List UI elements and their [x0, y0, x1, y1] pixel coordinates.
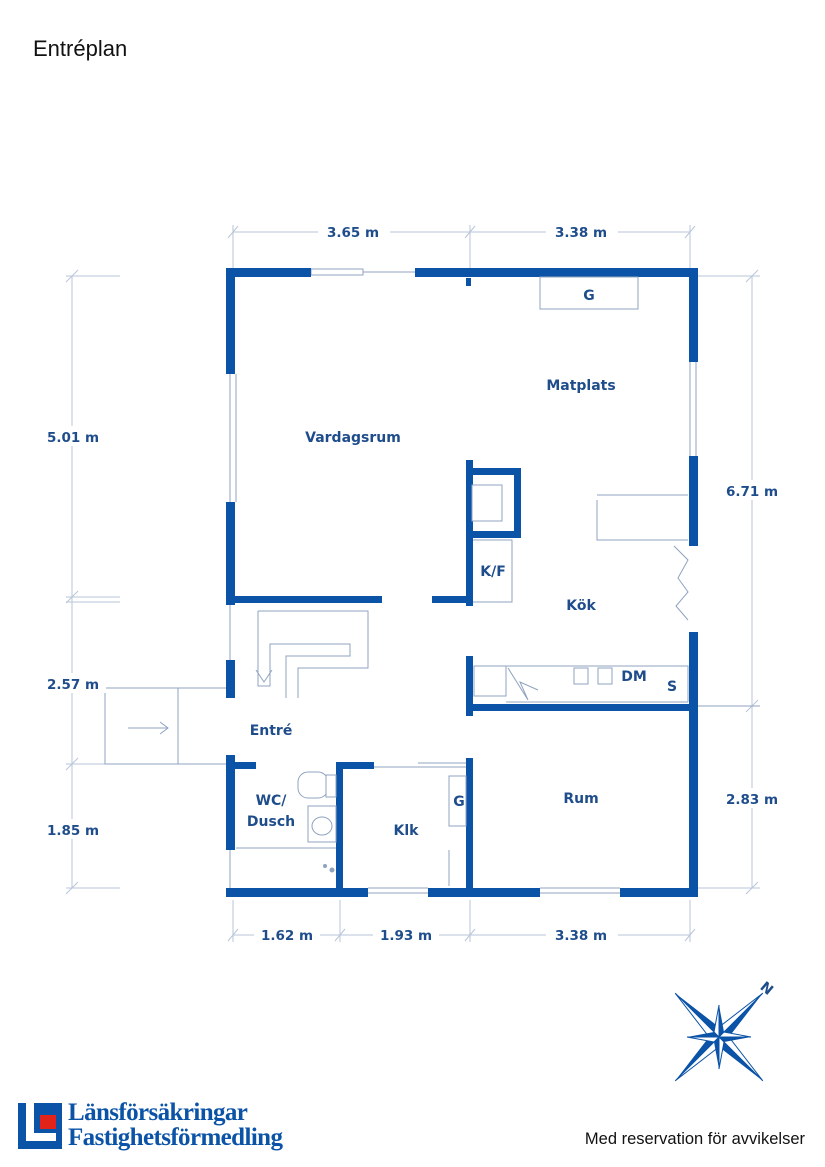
fixture-label-s: S	[667, 679, 677, 695]
dimension-left-1: 5.01 m	[47, 430, 99, 446]
brand-line1: Länsförsäkringar	[68, 1099, 248, 1126]
fixture-label-g-top: G	[583, 288, 595, 304]
window-glazing	[229, 268, 697, 894]
fixture-labels: G G DM S	[453, 288, 677, 810]
dimension-right-1: 6.71 m	[726, 484, 778, 500]
dimension-left-2: 2.57 m	[47, 677, 99, 693]
dimension-left-3: 1.85 m	[47, 823, 99, 839]
room-label-entre: Entré	[250, 723, 293, 739]
page-title: Entréplan	[33, 36, 128, 61]
interior-fixtures	[104, 276, 760, 886]
dimension-right-2: 2.83 m	[726, 792, 778, 808]
compass-rose	[674, 992, 764, 1082]
dimension-top-right: 3.38 m	[555, 225, 607, 241]
room-labels: Vardagsrum Matplats Kök K/F Entré WC/ Du…	[247, 378, 616, 839]
room-label-wc-line1: WC/	[256, 793, 288, 809]
room-label-vardagsrum: Vardagsrum	[305, 430, 401, 446]
room-label-wc-line2: Dusch	[247, 814, 295, 830]
brand-logo-icon	[18, 1103, 62, 1149]
walls	[226, 268, 698, 897]
dimension-bottom-2: 1.93 m	[380, 928, 432, 944]
dimension-bottom-3: 3.38 m	[555, 928, 607, 944]
brand-line2: Fastighetsförmedling	[68, 1124, 283, 1151]
room-label-kf: K/F	[480, 564, 506, 580]
dimension-top-left: 3.65 m	[327, 225, 379, 241]
dimension-labels: 3.65 m 3.38 m 1.62 m 1.93 m 3.38 m 5.01 …	[40, 221, 786, 944]
room-label-matplats: Matplats	[546, 378, 615, 394]
room-label-rum: Rum	[563, 791, 598, 807]
disclaimer: Med reservation för avvikelser	[584, 1130, 805, 1148]
room-label-klk: Klk	[394, 823, 420, 839]
room-label-kok: Kök	[566, 598, 596, 614]
fixture-label-dm: DM	[621, 669, 647, 685]
dimension-bottom-1: 1.62 m	[261, 928, 313, 944]
fixture-label-g-klk: G	[453, 794, 465, 810]
brand-name: Länsförsäkringar Fastighetsförmedling	[68, 1099, 283, 1151]
